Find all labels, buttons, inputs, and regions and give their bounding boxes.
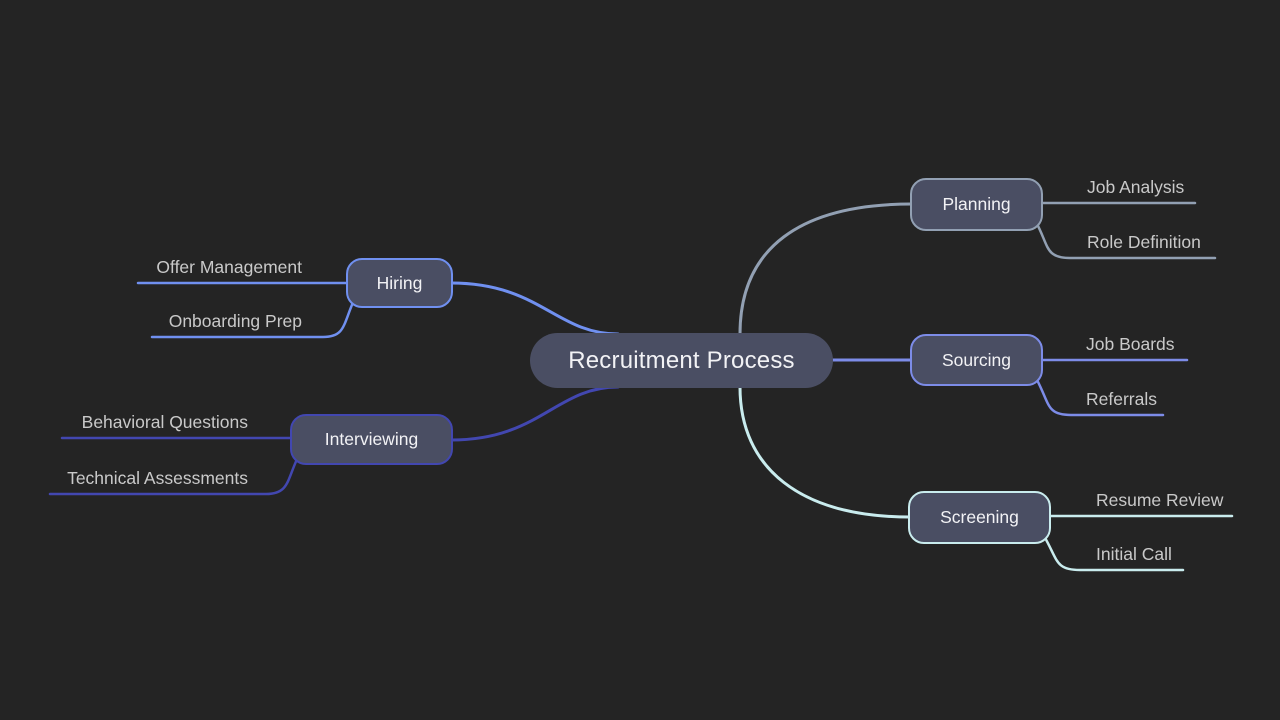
node-label: Interviewing bbox=[324, 429, 419, 449]
leaf-offer-management[interactable]: Offer Management bbox=[156, 257, 302, 277]
leaf-job-analysis[interactable]: Job Analysis bbox=[1087, 177, 1185, 197]
node-recruitment-process[interactable]: Recruitment Process bbox=[530, 333, 833, 388]
node-screening[interactable]: Screening bbox=[908, 491, 1051, 544]
underline-initial-call bbox=[1042, 534, 1185, 572]
node-hiring[interactable]: Hiring bbox=[346, 258, 453, 308]
underline-referrals bbox=[1034, 376, 1165, 417]
link-root-hiring bbox=[449, 281, 620, 336]
node-label: Hiring bbox=[376, 272, 423, 293]
leaf-onboarding-prep[interactable]: Onboarding Prep bbox=[168, 311, 302, 331]
node-label: Recruitment Process bbox=[568, 346, 795, 374]
node-interviewing[interactable]: Interviewing bbox=[290, 414, 453, 465]
link-root-screening bbox=[738, 385, 912, 519]
node-planning[interactable]: Planning bbox=[910, 178, 1043, 231]
link-root-planning bbox=[738, 202, 914, 336]
leaf-behavioral-questions[interactable]: Behavioral Questions bbox=[81, 412, 248, 432]
node-label: Sourcing bbox=[941, 349, 1012, 370]
underline-technical-assessments bbox=[48, 455, 300, 496]
node-label: Planning bbox=[942, 194, 1011, 214]
leaf-technical-assessments[interactable]: Technical Assessments bbox=[67, 468, 248, 488]
leaf-referrals[interactable]: Referrals bbox=[1086, 389, 1157, 409]
link-root-interviewing bbox=[449, 385, 620, 442]
leaf-role-definition[interactable]: Role Definition bbox=[1087, 232, 1201, 252]
underline-onboarding-prep bbox=[150, 298, 356, 339]
leaf-resume-review[interactable]: Resume Review bbox=[1096, 490, 1224, 510]
node-label: Screening bbox=[940, 507, 1019, 527]
underline-role-definition bbox=[1034, 220, 1217, 260]
node-sourcing[interactable]: Sourcing bbox=[910, 334, 1043, 386]
leaf-job-boards[interactable]: Job Boards bbox=[1086, 334, 1175, 354]
leaf-initial-call[interactable]: Initial Call bbox=[1096, 544, 1172, 564]
